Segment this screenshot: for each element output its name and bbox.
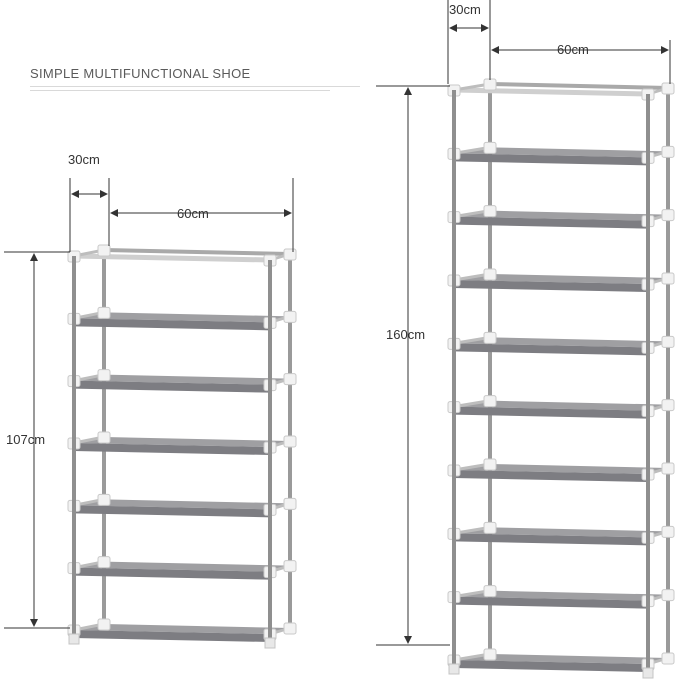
small-rack-shelf-front	[74, 505, 270, 518]
tall-rack-connector	[661, 272, 675, 285]
tall-rack-foot	[448, 663, 460, 675]
small-rack-shelf-front	[74, 318, 270, 331]
tall-rack-connector	[661, 335, 675, 348]
small-rack-connector	[97, 306, 111, 319]
small-rack-shelf	[74, 561, 290, 572]
dimension-lines	[4, 0, 671, 646]
tall-rack-connector	[661, 82, 675, 95]
tall-rack-connector	[483, 585, 497, 598]
small-rack-connector	[283, 560, 297, 573]
tall-rack-connector	[483, 141, 497, 154]
small-rack-top-back-rail	[103, 248, 291, 256]
small-rack-connector	[97, 431, 111, 444]
tall-rack-shelf-front	[454, 596, 648, 609]
tall-rack-connector	[483, 521, 497, 534]
small-rack-width-label: 60cm	[177, 206, 209, 221]
small-rack-shelf	[74, 499, 290, 510]
small-rack-connector	[283, 373, 297, 386]
tall-rack-shelf-front	[454, 660, 648, 672]
small-rack-connector	[283, 435, 297, 448]
tall-rack-shelf	[454, 464, 668, 474]
tall-shoe-rack	[447, 78, 675, 679]
tall-rack-connector	[483, 648, 497, 661]
small-rack-connector	[283, 310, 297, 323]
tall-rack-connector	[661, 209, 675, 222]
tall-rack-shelf	[454, 590, 668, 601]
tall-rack-shelf	[454, 654, 668, 664]
small-shoe-rack	[67, 244, 297, 649]
small-rack-foot	[264, 637, 276, 649]
tall-rack-connector	[483, 331, 497, 344]
small-rack-height-label: 107cm	[6, 432, 46, 447]
tall-rack-connector	[661, 462, 675, 475]
small-rack-connector	[97, 556, 111, 569]
tall-rack-shelf	[454, 400, 668, 411]
tall-rack-connector	[483, 458, 497, 471]
tall-rack-shelf-front	[454, 153, 648, 166]
small-rack-connector	[97, 618, 111, 631]
small-rack-shelf	[74, 374, 290, 385]
small-rack-depth-label: 30cm	[68, 152, 100, 167]
small-rack-connector	[283, 622, 297, 635]
small-rack-shelf-front	[74, 380, 270, 393]
tall-rack-connector	[483, 395, 497, 408]
tall-rack-connector	[661, 399, 675, 412]
tall-rack-shelf-front	[454, 280, 648, 292]
tall-rack-connector	[483, 205, 497, 218]
tall-rack-shelf-front	[454, 343, 648, 356]
tall-rack-shelf	[454, 337, 668, 348]
tall-rack-top-back-rail	[489, 82, 669, 90]
product-title: SIMPLE MULTIFUNCTIONAL SHOE	[30, 66, 251, 81]
tall-rack-connector	[661, 589, 675, 602]
small-rack-connector	[97, 493, 111, 506]
tall-rack-shelf-front	[454, 216, 648, 229]
fine-print-text	[30, 86, 370, 100]
small-rack-shelf	[74, 624, 290, 634]
tall-rack-connector	[483, 78, 497, 91]
small-rack-connector	[283, 497, 297, 510]
small-rack-shelf-front	[74, 567, 270, 580]
tall-rack-foot	[642, 667, 654, 679]
small-rack-connector	[283, 248, 297, 261]
tall-rack-connector	[661, 652, 675, 665]
small-rack-foot	[68, 633, 80, 645]
tall-rack-shelf	[454, 147, 668, 158]
tall-rack-connector	[661, 145, 675, 158]
tall-rack-shelf	[454, 527, 668, 538]
tall-rack-top-front-rail	[453, 87, 649, 97]
tall-rack-shelf	[454, 210, 668, 221]
tall-rack-shelf-front	[454, 406, 648, 419]
tall-rack-shelf	[454, 274, 668, 284]
small-rack-shelf-front	[74, 630, 270, 642]
small-rack-shelf	[74, 312, 290, 323]
tall-rack-connector	[661, 525, 675, 538]
small-rack-top-front-rail	[73, 253, 271, 263]
tall-rack-width-label: 60cm	[557, 42, 589, 57]
tall-rack-depth-label: 30cm	[449, 2, 481, 17]
tall-rack-height-label: 160cm	[386, 327, 426, 342]
small-rack-shelf-front	[74, 443, 270, 455]
tall-rack-shelf-front	[454, 470, 648, 482]
tall-rack-connector	[483, 268, 497, 281]
small-rack-connector	[97, 369, 111, 382]
small-rack-shelf	[74, 437, 290, 447]
small-rack-connector	[97, 244, 111, 257]
tall-rack-shelf-front	[454, 533, 648, 546]
